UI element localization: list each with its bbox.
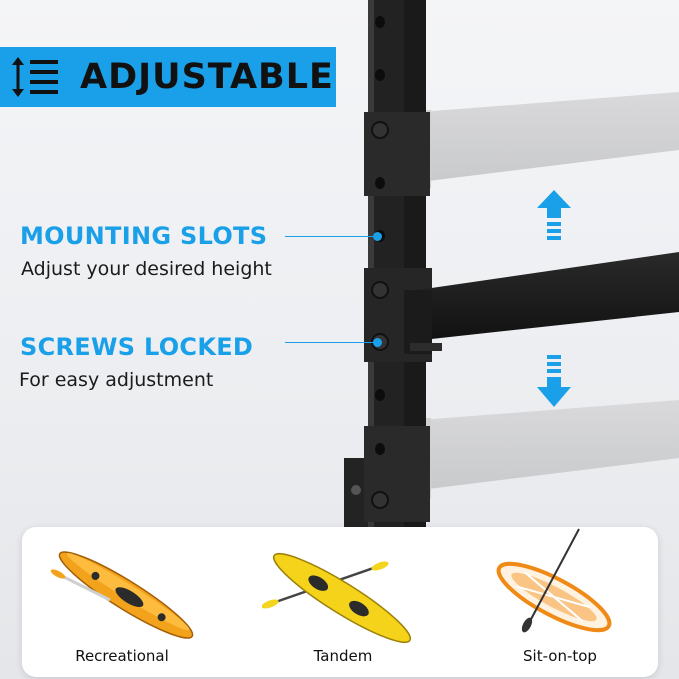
screws-locked-dot — [373, 338, 382, 347]
mounting-slots-leader — [285, 236, 377, 237]
ghost-arm-upper — [405, 92, 679, 188]
paddle-board-icon — [496, 528, 612, 633]
mounting-slots-dot — [373, 232, 382, 241]
ghost-arm-lower — [405, 400, 679, 498]
screws-locked-leader — [285, 342, 377, 343]
down-arrow-icon — [537, 355, 571, 407]
feature-title: ADJUSTABLE — [80, 57, 334, 97]
screws-locked-title: SCREWS LOCKED — [20, 333, 254, 361]
mounting-slots-subtitle: Adjust your desired height — [21, 258, 272, 280]
recreational-kayak-icon — [50, 551, 194, 639]
wall-rack-illustration — [344, 0, 679, 527]
up-arrow-icon — [537, 190, 571, 240]
adjust-height-list-icon — [12, 57, 58, 97]
boat-label-tandem: Tandem — [313, 647, 373, 665]
mounting-slots-title: MOUNTING SLOTS — [20, 222, 268, 250]
support-arm — [404, 252, 679, 342]
boat-label-recreational: Recreational — [75, 647, 169, 665]
tandem-kayak-icon — [262, 552, 412, 644]
boat-label-sit-on-top: Sit-on-top — [523, 647, 597, 665]
feature-badge — [0, 47, 336, 107]
screws-locked-subtitle: For easy adjustment — [19, 369, 214, 391]
